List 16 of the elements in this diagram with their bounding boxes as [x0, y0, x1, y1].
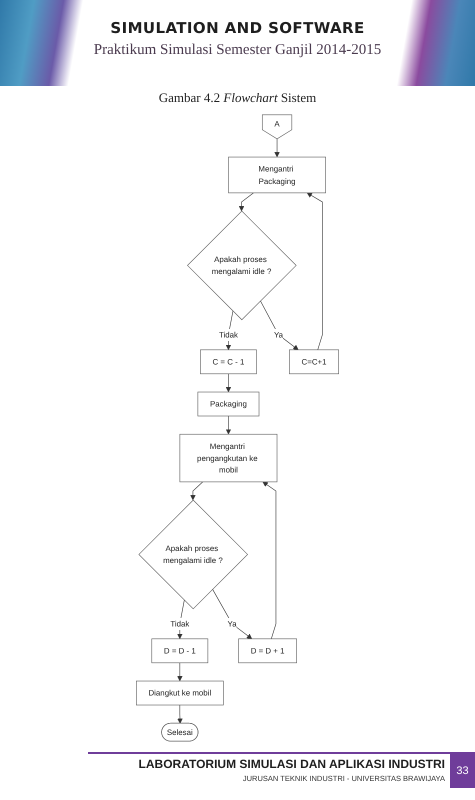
- figure-title: Gambar 4.2 Flowchart Sistem: [158, 90, 318, 106]
- arrow: [274, 138, 280, 158]
- arrow: [238, 192, 254, 212]
- header-subtitle: Praktikum Simulasi Semester Ganjil 2014-2015: [92, 42, 382, 59]
- page-number: 33: [450, 754, 475, 788]
- arrow: [226, 416, 232, 434]
- arrow: [262, 482, 276, 640]
- arrow: [177, 662, 182, 682]
- arrow: [177, 704, 183, 724]
- arrow: [260, 300, 298, 350]
- footer-title: LABORATORIUM SIMULASI DAN APLIKASI INDUSTRI: [138, 757, 445, 771]
- header-title: SIMULATION AND SOFTWARE: [109, 19, 366, 37]
- arrow: [226, 374, 232, 392]
- arrow: [190, 482, 204, 500]
- arrow: [306, 192, 323, 350]
- arrow: [212, 588, 252, 640]
